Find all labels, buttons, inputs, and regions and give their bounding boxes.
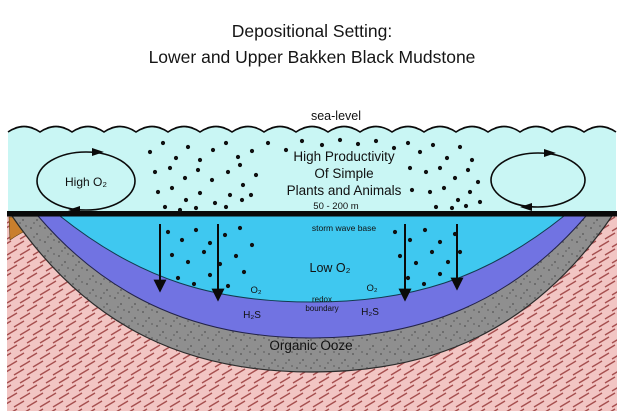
productivity-label-line2: Of Simple: [314, 166, 373, 181]
productivity-label-line3: Plants and Animals: [287, 183, 402, 198]
o2-label-left: O₂: [250, 285, 261, 296]
depth-range-label: 50 - 200 m: [313, 201, 358, 212]
h2s-label-left: H₂S: [243, 310, 261, 321]
storm-wave-base-label: storm wave base: [312, 223, 377, 233]
o2-label-right: O₂: [366, 283, 377, 294]
organic-ooze-label: Organic Ooze: [269, 338, 352, 353]
redox-boundary-label-line2: boundary: [305, 304, 338, 313]
redox-boundary-label-line1: redox: [312, 295, 332, 304]
low-o2-label: Low O₂: [310, 261, 351, 275]
high-o2-label: High O₂: [65, 175, 107, 189]
sea-level-label: sea-level: [311, 109, 361, 123]
surface-water-layer: [8, 127, 616, 216]
storm-wave-base-line: [7, 211, 617, 217]
h2s-label-right: H₂S: [361, 307, 379, 318]
productivity-label-line1: High Productivity: [293, 149, 395, 164]
